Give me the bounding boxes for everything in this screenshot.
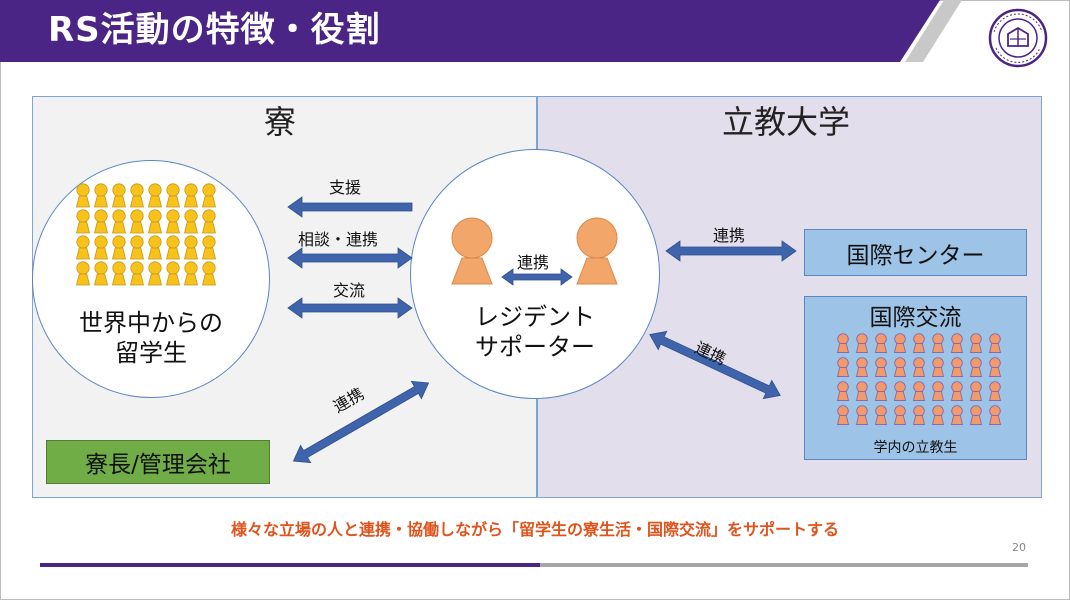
page-number: 20 <box>1012 541 1026 554</box>
consult-arrow <box>287 247 413 269</box>
support-label: 支援 <box>329 178 362 197</box>
supporters-link-label: 連携 <box>517 253 550 272</box>
resident-supporter-label: レジデント サポーター <box>445 302 625 362</box>
rikkyo-students-icons <box>837 333 1001 425</box>
resident-supporter-icon-left <box>451 217 493 285</box>
title-bar <box>0 0 1070 72</box>
international-center-link-label: 連携 <box>713 226 746 245</box>
dormitory-heading: 寮 <box>264 103 297 141</box>
exchange-box-title-text: 国際交流 <box>869 305 962 331</box>
exchange-link-arrow <box>649 330 781 400</box>
international-center-box: 国際センター <box>804 229 1027 276</box>
footer-accent-bar <box>40 563 540 567</box>
resident-supporter-icon-right <box>576 217 618 285</box>
exchange-box-title: 国際交流 <box>804 298 1027 332</box>
dorm-manager-label: 寮長/管理会社 <box>85 452 231 478</box>
support-arrow <box>287 196 413 218</box>
footer-message: 様々な立場の人と連携・協働しながら「留学生の寮生活・国際交流」をサポートする <box>230 520 839 539</box>
consult-label: 相談・連携 <box>298 230 379 249</box>
international-students-icons <box>76 183 216 286</box>
international-students-label: 世界中からの 留学生 <box>61 308 241 368</box>
manager-link-arrow <box>292 380 430 464</box>
supporters-link-arrow <box>501 268 573 286</box>
exchange-box-caption: 学内の立教生 <box>804 436 1027 458</box>
exchange-box-caption-text: 学内の立教生 <box>873 440 958 456</box>
rs-label-line1: レジデント <box>475 303 595 331</box>
rs-label-line2: サポーター <box>475 333 595 361</box>
international-center-link-arrow <box>665 240 797 262</box>
students-label-line2: 留学生 <box>115 339 187 367</box>
slide-title: RS活動の特徴・役割 <box>48 10 381 50</box>
exchange-arrow <box>287 297 413 319</box>
dorm-manager-box: 寮長/管理会社 <box>46 440 270 484</box>
rikkyo-university-seal-icon <box>988 8 1048 68</box>
exchange-label: 交流 <box>333 281 366 300</box>
footer-gray-bar <box>540 563 1028 567</box>
international-exchange-box <box>804 296 1027 460</box>
university-heading: 立教大学 <box>722 103 851 141</box>
international-center-label: 国際センター <box>846 242 985 269</box>
students-label-line1: 世界中からの <box>79 309 223 337</box>
